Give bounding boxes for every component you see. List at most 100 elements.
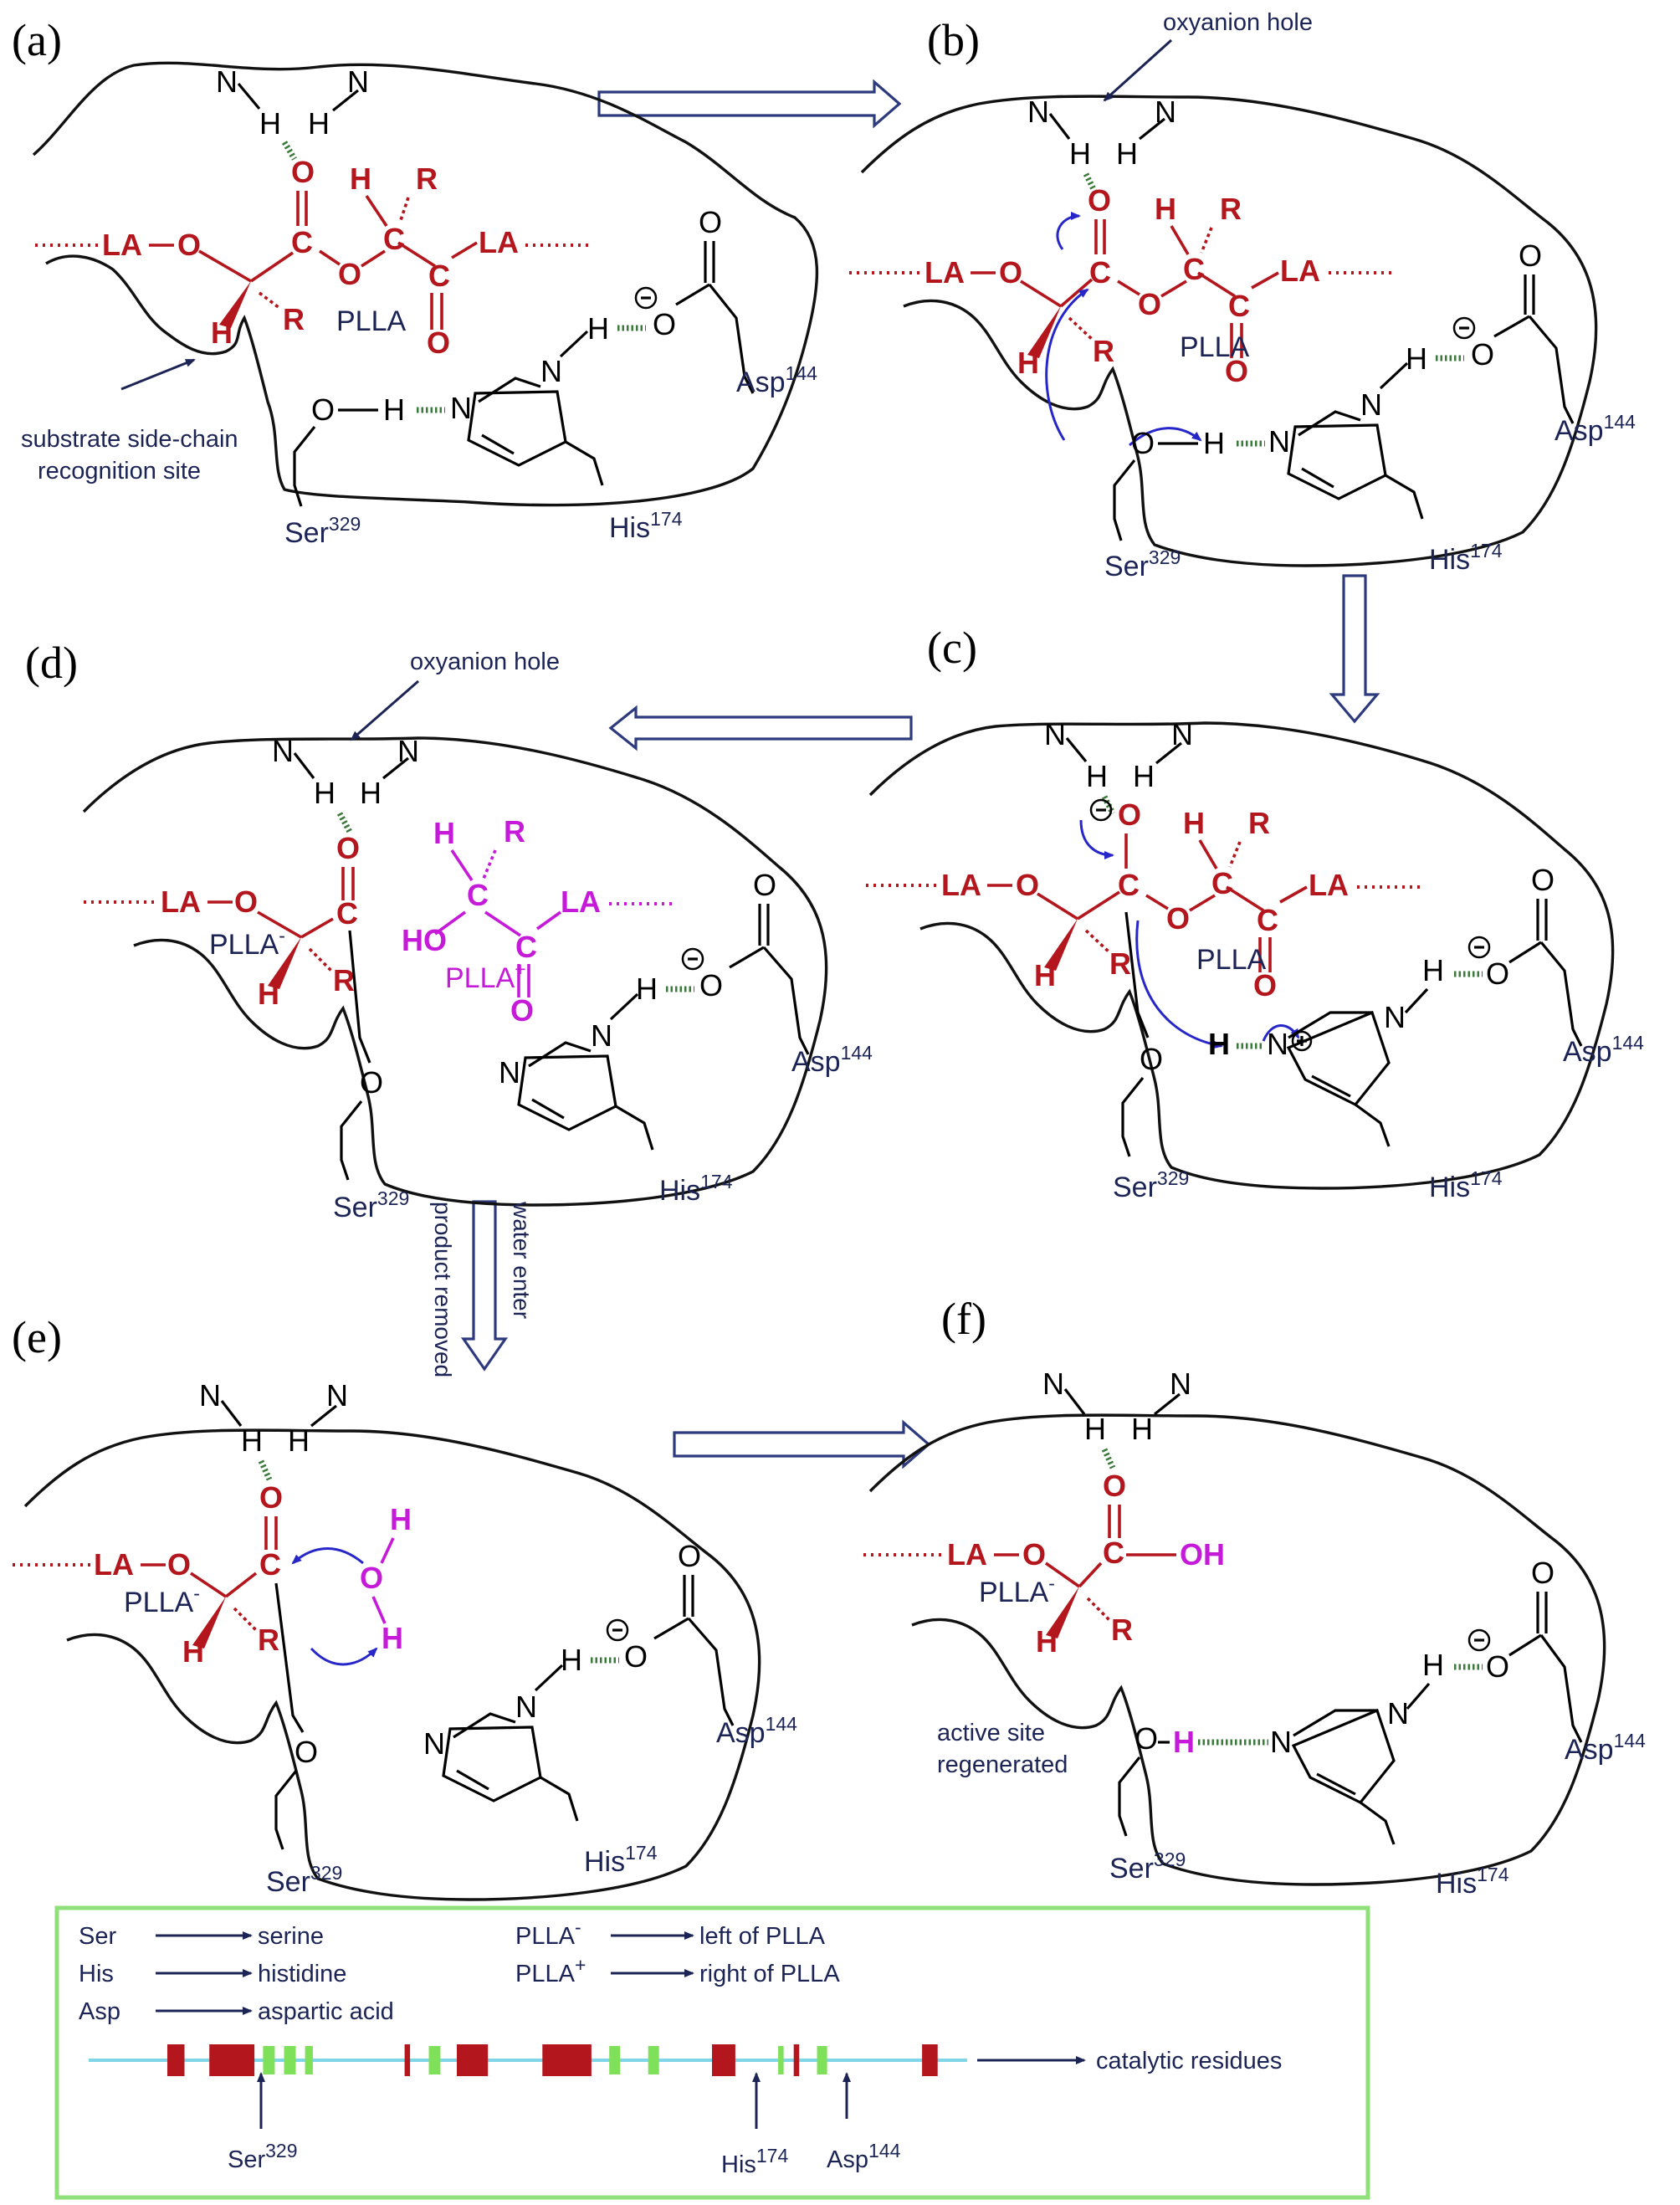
svg-text:Asp144: Asp144 (716, 1713, 797, 1749)
svg-text:O: O (1486, 1649, 1509, 1684)
svg-text:Ser329: Ser329 (1109, 1849, 1186, 1885)
panel-e: N N H H O C LA O PLLA- H R O Ser329 H O … (13, 1378, 797, 1901)
sequence-block-red (712, 2044, 735, 2076)
svg-text:catalytic residues: catalytic residues (1096, 2048, 1282, 2074)
svg-text:O: O (360, 1561, 383, 1595)
svg-text:H: H (383, 392, 405, 427)
svg-text:PLLA-: PLLA- (124, 1582, 200, 1618)
svg-text:H: H (211, 315, 233, 350)
svg-text:H: H (433, 816, 455, 850)
svg-text:O: O (311, 392, 335, 427)
svg-text:LA: LA (947, 1537, 987, 1572)
svg-text:Asp144: Asp144 (1565, 1730, 1646, 1766)
svg-text:PLLA+: PLLA+ (445, 958, 526, 994)
panel-label-c: (c) (927, 623, 977, 673)
marker-his: His174 (721, 2145, 788, 2178)
marker-asp: Asp144 (827, 2140, 901, 2173)
svg-text:R: R (1111, 1613, 1133, 1647)
svg-text:Ser329: Ser329 (1104, 546, 1181, 582)
svg-text:R: R (1220, 192, 1242, 226)
arrow-d-to-e (460, 1200, 509, 1372)
svg-text:H: H (1069, 136, 1091, 171)
svg-text:N: N (326, 1378, 348, 1413)
pocket-outline-a (32, 61, 819, 507)
svg-text:N: N (1027, 95, 1049, 129)
svg-text:O: O (1140, 1042, 1163, 1076)
svg-text:O: O (167, 1547, 191, 1582)
sequence-block-red (922, 2044, 938, 2076)
panel-label-e: (e) (12, 1312, 62, 1362)
svg-text:H: H (241, 1423, 263, 1458)
svg-text:N: N (540, 354, 562, 388)
svg-text:R: R (333, 963, 355, 997)
sequence-block-green (284, 2046, 296, 2074)
svg-text:N: N (1270, 1725, 1292, 1759)
svg-text:C: C (259, 1547, 281, 1582)
panel-label-f: (f) (941, 1294, 986, 1344)
svg-text:LA: LA (1280, 254, 1320, 288)
svg-text:Asp: Asp (79, 1998, 120, 2025)
svg-text:LA: LA (1309, 868, 1349, 902)
svg-text:N: N (216, 64, 238, 99)
svg-text:N: N (1360, 387, 1382, 422)
svg-text:His174: His174 (1429, 540, 1503, 576)
svg-text:R: R (1109, 946, 1131, 981)
svg-text:PLLA-: PLLA- (515, 1916, 581, 1950)
svg-text:O: O (1103, 1469, 1126, 1503)
svg-text:H: H (1208, 1027, 1230, 1061)
svg-text:right of PLLA: right of PLLA (699, 1961, 840, 1987)
svg-text:C: C (1089, 255, 1111, 290)
svg-text:Asp144: Asp144 (736, 362, 817, 398)
svg-text:H: H (1173, 1725, 1195, 1759)
sequence-block-red (404, 2044, 411, 2076)
svg-text:O: O (1088, 183, 1111, 218)
svg-text:C: C (1118, 868, 1140, 902)
svg-text:O: O (295, 1735, 318, 1769)
svg-text:O: O (1531, 1556, 1555, 1590)
svg-text:R: R (416, 162, 438, 196)
svg-text:H: H (1133, 759, 1155, 793)
svg-text:H: H (1036, 1624, 1058, 1659)
svg-text:His174: His174 (1436, 1864, 1509, 1900)
svg-text:OH: OH (1180, 1537, 1225, 1572)
svg-text:oxyanion hole: oxyanion hole (410, 649, 560, 675)
svg-text:H: H (1084, 1412, 1106, 1446)
svg-text:O: O (360, 1065, 383, 1100)
sequence-block-red (167, 2044, 185, 2076)
svg-text:C: C (428, 259, 450, 293)
svg-text:LA: LA (941, 868, 981, 902)
svg-text:O: O (624, 1639, 648, 1674)
marker-ser: Ser329 (228, 2140, 298, 2173)
sequence-block-green (648, 2046, 659, 2074)
svg-text:O: O (336, 831, 360, 865)
svg-text:N: N (1268, 424, 1290, 459)
svg-text:R: R (258, 1623, 279, 1657)
svg-text:N: N (1170, 1367, 1191, 1401)
svg-text:H: H (1203, 426, 1225, 460)
svg-text:H: H (308, 106, 330, 141)
svg-text:R: R (1248, 806, 1270, 840)
svg-text:PLLA+: PLLA+ (515, 1954, 586, 1987)
svg-text:N: N (591, 1018, 612, 1053)
svg-text:Ser329: Ser329 (284, 513, 361, 549)
svg-text:Asp144: Asp144 (1563, 1032, 1644, 1068)
svg-text:O: O (1022, 1537, 1046, 1572)
svg-text:LA: LA (479, 225, 519, 259)
panel-label-a: (a) (12, 15, 62, 65)
arrow-a-to-b (597, 79, 902, 129)
svg-text:O: O (1166, 901, 1190, 936)
svg-text:LA: LA (161, 885, 201, 919)
sequence-block-green (609, 2046, 621, 2074)
svg-text:Asp144: Asp144 (1555, 411, 1636, 447)
svg-text:His174: His174 (584, 1842, 658, 1878)
svg-text:Ser329: Ser329 (1113, 1167, 1189, 1203)
svg-text:N: N (515, 1690, 537, 1724)
svg-text:Asp144: Asp144 (791, 1042, 873, 1078)
svg-text:H: H (1017, 346, 1039, 380)
sequence-block-red (209, 2044, 255, 2076)
svg-text:H: H (288, 1423, 310, 1458)
svg-text:LA: LA (925, 255, 965, 290)
legend: Ser serine His histidine Asp aspartic ac… (54, 1905, 1370, 2200)
